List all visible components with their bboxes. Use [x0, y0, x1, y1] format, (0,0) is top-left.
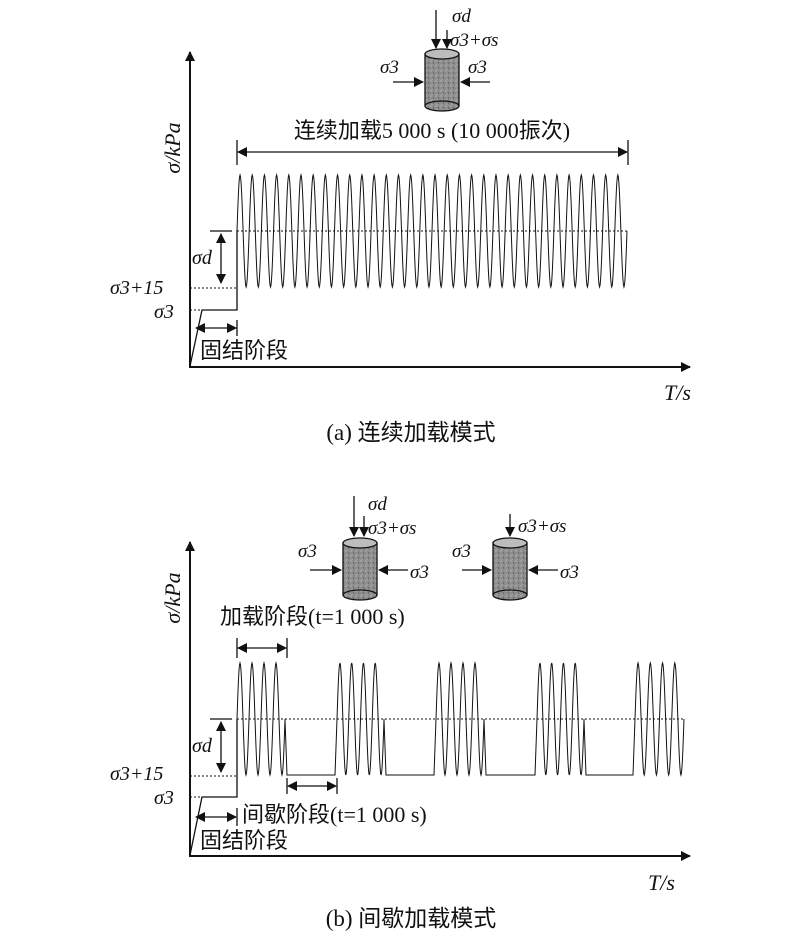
specimen-b2-top2-label: σ3+σs — [518, 516, 566, 537]
specimen-b2-right-label: σ3 — [560, 562, 579, 583]
sigma3-label-b: σ3 — [154, 787, 174, 809]
specimen-b1-left-label: σ3 — [298, 541, 317, 562]
specimen-b2-top — [492, 537, 528, 549]
continuous-load-wave — [236, 173, 628, 289]
specimen-b2-left-label: σ3 — [452, 541, 471, 562]
panel-b: σ/kPa T/s σ3+15 σ3 σd 固结阶段 加载阶段(t=1 000 … — [110, 494, 691, 931]
specimen-a-body — [424, 53, 460, 107]
specimen-a: σd σ3+σs σ3 σ3 — [380, 6, 498, 112]
specimen-a-left-label: σ3 — [380, 57, 399, 78]
specimen-a-top — [424, 48, 460, 60]
specimen-a-top-label: σd — [452, 6, 471, 27]
sigma-d-label-b: σd — [192, 735, 213, 757]
sigma3-plus-15-label-a: σ3+15 — [110, 277, 163, 299]
caption-b: (b) 间歇加载模式 — [326, 906, 497, 931]
specimen-b1: σd σ3+σs σ3 σ3 — [298, 494, 429, 601]
specimen-b2-bottom — [492, 589, 528, 601]
specimen-b1-top2-label: σ3+σs — [368, 518, 416, 539]
caption-a: (a) 连续加载模式 — [326, 420, 495, 445]
consolidation-ramp-b — [189, 719, 238, 856]
sigma-d-label-a: σd — [192, 247, 213, 269]
x-axis-label-a: T/s — [664, 380, 691, 405]
rest-stage-label: 间歇阶段(t=1 000 s) — [242, 802, 427, 827]
specimen-b1-top — [342, 537, 378, 549]
y-axis-label-a: σ/kPa — [160, 122, 185, 173]
specimen-a-right-label: σ3 — [468, 57, 487, 78]
consolidation-label-b: 固结阶段 — [200, 828, 288, 853]
specimen-a-top2-label: σ3+σs — [450, 30, 498, 51]
intermittent-load-wave — [236, 661, 685, 777]
sigma3-label-a: σ3 — [154, 301, 174, 323]
consolidation-label-a: 固结阶段 — [200, 338, 288, 363]
loading-stage-label: 加载阶段(t=1 000 s) — [220, 604, 405, 629]
specimen-b2-body — [492, 542, 528, 596]
duration-label-a: 连续加载5 000 s (10 000振次) — [294, 118, 570, 143]
y-axis-label-b: σ/kPa — [160, 572, 185, 623]
specimen-b2: σ3+σs σ3 σ3 — [452, 514, 579, 601]
specimen-b1-bottom — [342, 589, 378, 601]
consolidation-ramp-a — [189, 230, 238, 367]
specimen-b1-right-label: σ3 — [410, 562, 429, 583]
specimen-b1-top-label: σd — [368, 494, 387, 515]
specimen-a-bottom — [424, 100, 460, 112]
specimen-b1-body — [342, 542, 378, 596]
x-axis-label-b: T/s — [648, 870, 675, 895]
sigma3-plus-15-label-b: σ3+15 — [110, 763, 163, 785]
panel-a: σ/kPa T/s σ3+15 σ3 σd 固结阶段 连续加载5 000 s (… — [110, 6, 691, 445]
